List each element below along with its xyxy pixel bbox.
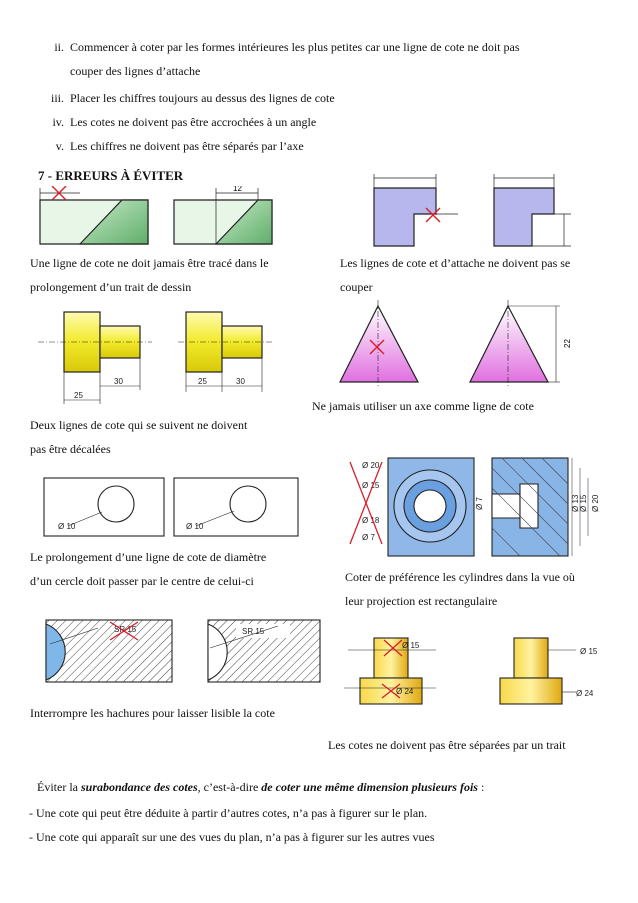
caption: Une ligne de cote ne doit jamais être tr… (30, 256, 269, 270)
caption: Le prolongement d’une ligne de cote de d… (30, 550, 267, 564)
caption: Interrompre les hachures pour laisser li… (30, 706, 275, 720)
dimension-label: 25 (74, 391, 83, 400)
dimension-label: Ø 7 (362, 533, 375, 542)
dimension-label: Ø 10 (58, 522, 76, 531)
dimension-label: Ø 7 (475, 497, 484, 510)
caption: d’un cercle doit passer par le centre de… (30, 574, 254, 588)
dimension-label: 12 (233, 186, 242, 193)
dimension-label: Ø 15 (580, 647, 598, 656)
caption: Coter de préférence les cylindres dans l… (345, 570, 575, 584)
figure-green-plates: 12 (39, 186, 273, 245)
dimension-label: Ø 13 (571, 494, 580, 512)
rule-number: v. (55, 139, 64, 153)
note-emphasis: surabondance des cotes (80, 780, 198, 794)
caption: pas être décalées (30, 442, 111, 456)
dimension-label: Ø 15 (579, 494, 588, 512)
dimension-label: Ø 20 (591, 494, 600, 512)
dimension-label: SR 15 (242, 627, 265, 636)
dimension-label: 22 (563, 339, 572, 348)
dimension-label: 30 (114, 377, 123, 386)
note-line: Éviter la surabondance des cotes, c’est-… (37, 780, 484, 795)
note-line: - Une cote qui peut être déduite à parti… (29, 806, 428, 820)
figure-blue-blocks (373, 174, 571, 247)
caption: Deux lignes de cote qui se suivent ne do… (30, 418, 248, 432)
figure-hatched-spheres: SR 15 SR 15 (45, 619, 321, 683)
note-text: : (477, 780, 485, 794)
caption: Ne jamais utiliser un axe comme ligne de… (312, 399, 534, 413)
section-title: 7 - ERREURS À ÉVITER (38, 168, 184, 183)
dimension-label: Ø 24 (396, 687, 414, 696)
rule-text: Placer les chiffres toujours au dessus d… (70, 91, 335, 105)
figure-yellow-shafts: 25 30 25 30 (38, 311, 274, 404)
rule-text: Commencer à coter par les formes intérie… (70, 40, 520, 54)
caption: leur projection est rectangulaire (345, 594, 498, 608)
note-emphasis: de coter une même dimension plusieurs fo… (261, 780, 478, 794)
rule-text: couper des lignes d’attache (70, 64, 201, 78)
note-text: , c’est-à-dire (197, 780, 262, 794)
caption: Les cotes ne doivent pas être séparées p… (328, 738, 566, 752)
figure-cylinder-views: Ø 20 Ø 15 Ø 18 Ø 7 Ø 7 Ø 13 Ø 15 Ø 20 (349, 457, 600, 557)
figure-magenta-cones: 22 (339, 300, 572, 388)
dimension-label: Ø 10 (186, 522, 204, 531)
dimension-label: Ø 15 (402, 641, 420, 650)
rule-text: Les cotes ne doivent pas être accrochées… (70, 115, 317, 129)
note-line: - Une cote qui apparaît sur une des vues… (29, 830, 435, 844)
rule-number: iv. (52, 115, 64, 129)
dimension-label: Ø 18 (362, 516, 380, 525)
dimension-label: Ø 15 (362, 481, 380, 490)
figure-gold-pins: Ø 15 Ø 24 Ø 15 Ø 24 (344, 637, 598, 705)
rule-number: ii. (54, 40, 64, 54)
dimension-label: 25 (198, 377, 207, 386)
figure-circles: Ø 10 Ø 10 (43, 477, 299, 537)
rule-number: iii. (50, 91, 64, 105)
rule-text: Les chiffres ne doivent pas être séparés… (70, 139, 304, 153)
dimension-label: Ø 20 (362, 461, 380, 470)
caption: couper (340, 280, 373, 294)
caption: prolongement d’un trait de dessin (30, 280, 192, 294)
note-text: Éviter la (37, 780, 81, 794)
dimension-label: 30 (236, 377, 245, 386)
caption: Les lignes de cote et d’attache ne doive… (340, 256, 571, 270)
dimension-label: Ø 24 (576, 689, 594, 698)
